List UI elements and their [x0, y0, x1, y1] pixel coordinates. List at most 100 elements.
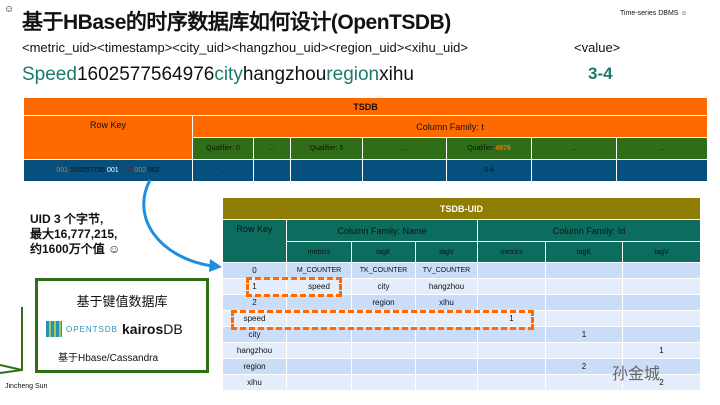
cell	[477, 262, 546, 279]
note-line: UID 3 个字节,	[30, 212, 104, 226]
qualifier: ...	[616, 137, 708, 160]
rk-part: 160257756	[70, 167, 106, 174]
cell: TV_COUNTER	[415, 262, 478, 279]
subcolumn-header: tagV	[415, 241, 478, 263]
rowkey-format: <metric_uid><timestamp><city_uid><hangzh…	[22, 40, 468, 55]
page-title: 基于HBase的时序数据库如何设计(OpenTSDB)	[22, 11, 451, 34]
cell	[621, 358, 702, 375]
cell: ...	[192, 159, 254, 182]
cell	[415, 358, 478, 375]
cell: xihu	[222, 374, 287, 391]
header-tag: Time-series DBMS ☺	[620, 10, 688, 17]
rowkey-value: 001 160257756 001 001 002 002	[23, 159, 193, 182]
qualifier: ...	[253, 137, 291, 160]
cell	[351, 342, 416, 359]
rowkey-header: Row Key	[222, 219, 287, 263]
cell: city	[351, 278, 416, 295]
cf-header: Column Family: t	[192, 115, 708, 138]
table-row: xihu 2	[222, 374, 702, 391]
rk-part: 001	[56, 167, 69, 174]
cell	[351, 358, 416, 375]
cell	[477, 278, 546, 295]
cell	[477, 358, 546, 375]
tagv: xihu	[379, 64, 414, 85]
cell	[621, 278, 702, 295]
cell: xihu	[415, 294, 478, 311]
cell	[621, 294, 702, 311]
cell	[351, 374, 416, 391]
tagv: hangzhou	[242, 64, 327, 85]
cell	[545, 310, 623, 327]
cell	[477, 374, 546, 391]
cell	[362, 159, 447, 182]
cell	[286, 358, 352, 375]
cell	[415, 374, 478, 391]
qualifier: ...	[362, 137, 447, 160]
qualifier: Qualifier:4976	[446, 137, 532, 160]
tagk: region	[326, 64, 380, 85]
db-text: DB	[163, 321, 183, 337]
subcolumn-header: tagK	[545, 241, 623, 263]
rk-part: 002	[134, 167, 146, 174]
subcolumn-header: tagV	[621, 241, 702, 263]
cell	[621, 326, 702, 343]
cell: region	[222, 358, 287, 375]
tagk: city	[214, 64, 243, 85]
qualifier: ...	[531, 137, 617, 160]
cell	[621, 310, 702, 327]
cell	[290, 159, 363, 182]
rk-part: 002	[147, 167, 160, 174]
cell: 0	[222, 262, 287, 279]
author: Jincheng Sun	[5, 383, 48, 390]
box-subtitle: 基于Hbase/Cassandra	[58, 353, 159, 364]
cell: region	[351, 294, 416, 311]
opentsdb-logo: OPENTSDB	[66, 324, 119, 334]
opentsdb-grid-icon	[46, 321, 62, 337]
uid-title: TSDB-UID	[221, 197, 702, 220]
smile-icon: ☺	[4, 4, 15, 15]
cell	[545, 278, 623, 295]
kv-db-box: 基于键值数据库 OPENTSDB kairosDB 基于Hbase/Cassan…	[35, 278, 209, 373]
cell	[351, 326, 416, 343]
example-rowkey: Speed1602577564976cityhangzhouregionxihu	[22, 64, 414, 86]
cell: 3-4	[446, 159, 532, 182]
subcolumn-header: metrics	[477, 241, 546, 263]
cell	[286, 326, 352, 343]
cell	[531, 159, 617, 182]
arrow-icon	[142, 179, 222, 272]
rowkey-header: Row Key	[23, 115, 193, 160]
rk-part: 001	[120, 167, 133, 174]
note-line: 约1600万个值 ☺	[30, 242, 121, 256]
cell	[286, 374, 352, 391]
highlight-box	[231, 310, 534, 330]
cell: hangzhou	[222, 342, 287, 359]
cell	[621, 262, 702, 279]
example-value: 3-4	[588, 64, 613, 83]
cell	[477, 294, 546, 311]
cell	[545, 294, 623, 311]
cell	[253, 159, 291, 182]
cell: speed	[286, 278, 352, 295]
cell: 1	[545, 326, 623, 343]
kairosdb-logo: kairosDB	[122, 321, 183, 337]
value-format: <value>	[574, 40, 621, 55]
box-title: 基于键值数据库	[76, 294, 168, 309]
cell: M_COUNTER	[286, 262, 352, 279]
rk-part: 001	[107, 167, 119, 174]
cell	[477, 342, 546, 359]
subcolumn-header: tagK	[351, 241, 416, 263]
cell: 2	[621, 374, 702, 391]
cell	[545, 342, 623, 359]
highlight-box	[246, 277, 342, 297]
tsdb-title: TSDB	[23, 97, 708, 116]
cell	[616, 159, 708, 182]
cell: hangzhou	[415, 278, 478, 295]
qualifier-num: 4976	[495, 145, 511, 152]
